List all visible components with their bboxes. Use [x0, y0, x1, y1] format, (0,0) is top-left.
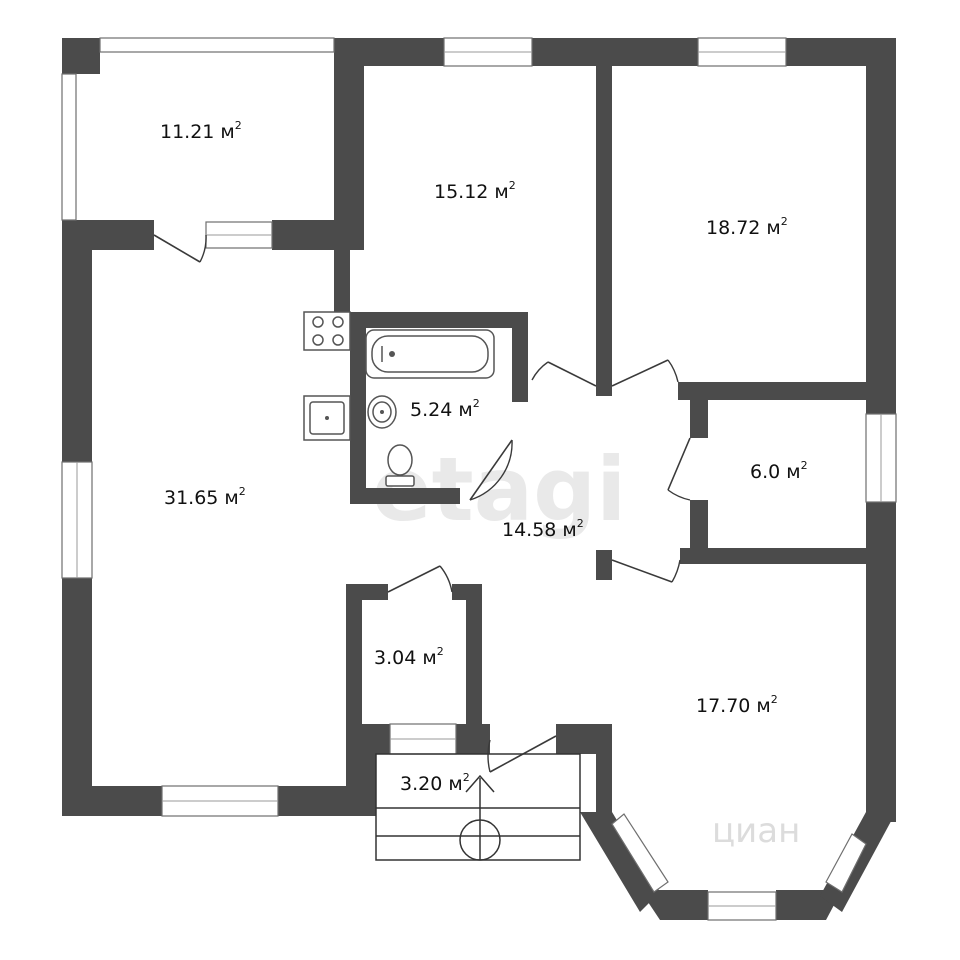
- room-label-bedroom-1: 15.12 м2: [434, 179, 516, 203]
- room-label-terrace: 11.21 м2: [160, 119, 242, 143]
- bathtub-icon: [365, 329, 495, 379]
- watermark-cian: циан: [712, 811, 800, 851]
- walls: [62, 38, 896, 920]
- room-label-closet: 3.04 м2: [374, 645, 444, 669]
- sink-icon: [303, 395, 351, 441]
- room-label-bathroom: 5.24 м2: [410, 397, 480, 421]
- room-label-porch: 3.20 м2: [400, 771, 470, 795]
- room-label-bay-room: 17.70 м2: [696, 693, 778, 717]
- stove-icon: [303, 311, 351, 351]
- porch-stairs: [375, 753, 581, 861]
- windows: [61, 37, 897, 921]
- room-label-hall: 14.58 м2: [502, 517, 584, 541]
- toilet-icon: [385, 444, 415, 487]
- room-label-small-room: 6.0 м2: [750, 459, 808, 483]
- room-label-bedroom-2: 18.72 м2: [706, 215, 788, 239]
- entrance-arrow-icon: [459, 774, 501, 861]
- room-label-living-kitchen: 31.65 м2: [164, 485, 246, 509]
- washbasin-icon: [367, 395, 397, 429]
